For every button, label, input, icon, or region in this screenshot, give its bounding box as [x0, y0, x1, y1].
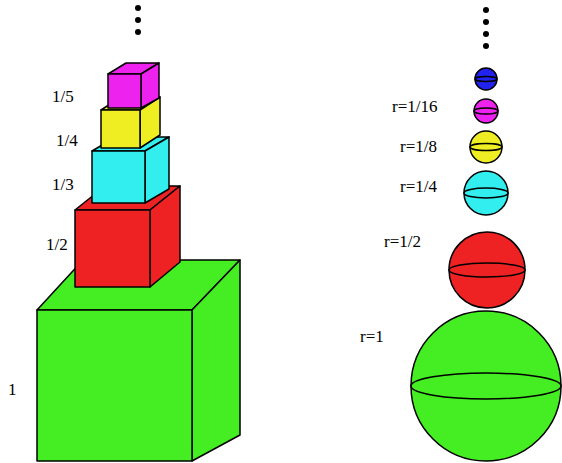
size-label: 1/4 [56, 132, 78, 151]
cube [37, 260, 240, 461]
radius-label: r=1/16 [392, 98, 437, 117]
sphere [411, 311, 561, 461]
sphere [474, 99, 498, 123]
radius-label: r=1 [360, 328, 384, 347]
radius-label: r=1/4 [400, 178, 437, 197]
sphere [464, 171, 508, 215]
sphere [470, 131, 502, 163]
cube [108, 63, 159, 108]
size-label: 1/3 [52, 176, 74, 195]
ellipsis-dots [135, 5, 489, 49]
sphere [475, 68, 497, 90]
radius-label: r=1/2 [384, 233, 421, 252]
sphere [449, 232, 525, 308]
size-label: 1 [8, 381, 17, 400]
size-label: 1/5 [52, 88, 74, 107]
size-label: 1/2 [46, 236, 68, 255]
radius-label: r=1/8 [400, 138, 437, 157]
